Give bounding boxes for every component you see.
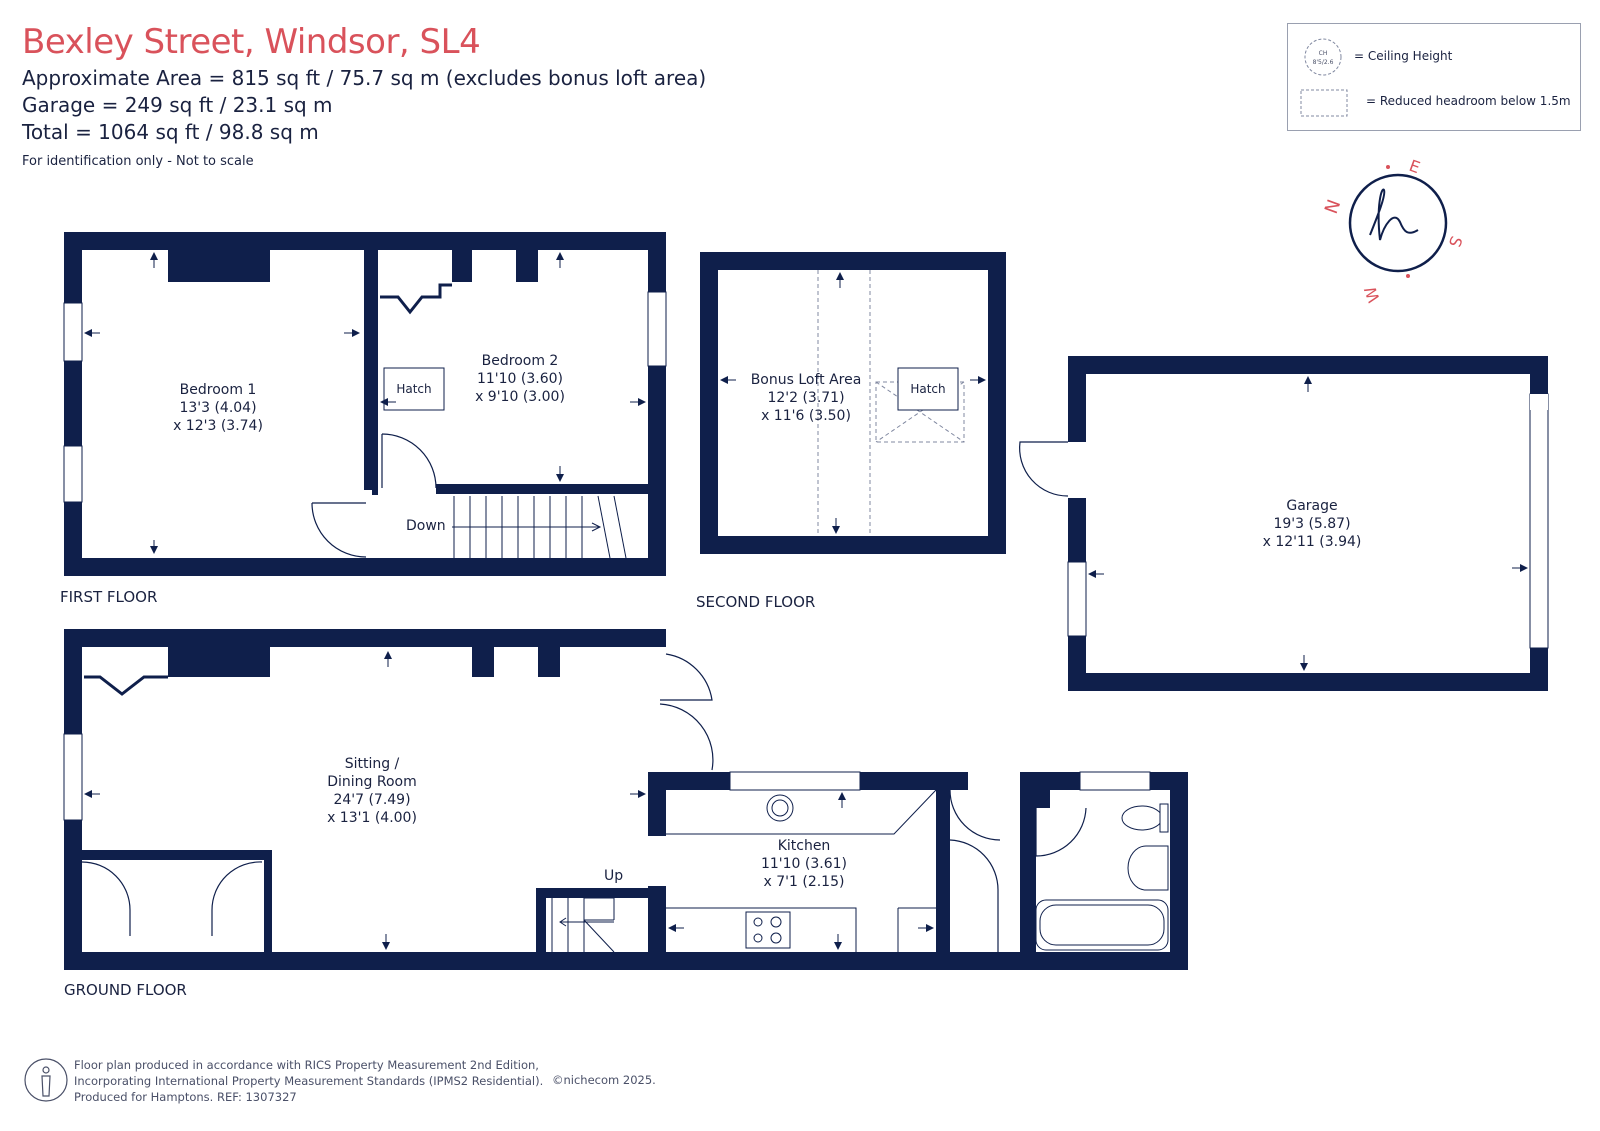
stairs-down-label: Down <box>406 518 446 534</box>
compass-icon: N E S W <box>1321 156 1466 305</box>
total-area: Total = 1064 sq ft / 98.8 sq m <box>22 120 319 144</box>
ceiling-icon-line1: CH <box>1319 50 1328 57</box>
footer-credit: ©nichecom 2025. <box>552 1073 656 1087</box>
garage-area: Garage = 249 sq ft / 23.1 sq m <box>22 93 333 117</box>
sitting-name1: Sitting / <box>345 756 400 772</box>
legend-box: CH 8'5/2.6 = Ceiling Height = Reduced he… <box>1287 23 1581 131</box>
ground-floor-label: GROUND FLOOR <box>64 981 187 999</box>
ceiling-height-icon: CH 8'5/2.6 <box>1304 38 1342 76</box>
reduced-headroom-label: = Reduced headroom below 1.5m <box>1366 94 1571 108</box>
person-icon <box>24 1058 68 1102</box>
footer-line2: Incorporating International Property Mea… <box>74 1074 544 1088</box>
footer-line3: Produced for Hamptons. REF: 1307327 <box>74 1090 297 1104</box>
reduced-headroom-icon <box>1300 89 1348 117</box>
kitchen-dim2: x 7'1 (2.15) <box>764 874 845 890</box>
first-floor-plan <box>63 232 667 576</box>
bedroom1-name: Bedroom 1 <box>180 382 257 398</box>
stairs-up-label: Up <box>604 868 623 884</box>
compass-e: E <box>1407 156 1423 177</box>
compass-n: N <box>1321 197 1345 217</box>
ceiling-height-label: = Ceiling Height <box>1354 49 1453 63</box>
garage-dim1: 19'3 (5.87) <box>1273 516 1350 532</box>
garage-plan <box>1019 356 1549 691</box>
first-floor-hatch-label: Hatch <box>396 382 431 396</box>
ground-floor-plan <box>63 629 1188 970</box>
loft-dim1: 12'2 (3.71) <box>767 390 844 406</box>
footer-line1: Floor plan produced in accordance with R… <box>74 1058 539 1072</box>
loft-name: Bonus Loft Area <box>751 372 862 388</box>
sitting-dim1: 24'7 (7.49) <box>333 792 410 808</box>
compass-logo <box>1369 188 1419 241</box>
garage-name: Garage <box>1286 498 1337 514</box>
kitchen-name: Kitchen <box>778 838 831 854</box>
sitting-dim2: x 13'1 (4.00) <box>327 810 417 826</box>
bedroom2-dim2: x 9'10 (3.00) <box>475 389 565 405</box>
loft-dim2: x 11'6 (3.50) <box>761 408 851 424</box>
compass-s: S <box>1445 234 1466 250</box>
footer-notes: Floor plan produced in accordance with R… <box>74 1057 543 1105</box>
sitting-name2: Dining Room <box>327 774 417 790</box>
page-title: Bexley Street, Windsor, SL4 <box>22 22 481 62</box>
bedroom1-dim2: x 12'3 (3.74) <box>173 418 263 434</box>
second-floor-label: SECOND FLOOR <box>696 593 815 611</box>
first-floor-label: FIRST FLOOR <box>60 588 157 606</box>
bedroom1-dim1: 13'3 (4.04) <box>179 400 256 416</box>
disclaimer: For identification only - Not to scale <box>22 154 254 169</box>
compass-w: W <box>1360 284 1383 306</box>
bedroom2-dim1: 11'10 (3.60) <box>477 371 563 387</box>
second-floor-plan <box>700 252 1006 554</box>
ceiling-icon-line2: 8'5/2.6 <box>1313 59 1334 66</box>
kitchen-dim1: 11'10 (3.61) <box>761 856 847 872</box>
loft-hatch-label: Hatch <box>910 382 945 396</box>
bedroom2-name: Bedroom 2 <box>482 353 559 369</box>
approximate-area: Approximate Area = 815 sq ft / 75.7 sq m… <box>22 66 707 90</box>
garage-dim2: x 12'11 (3.94) <box>1263 534 1362 550</box>
